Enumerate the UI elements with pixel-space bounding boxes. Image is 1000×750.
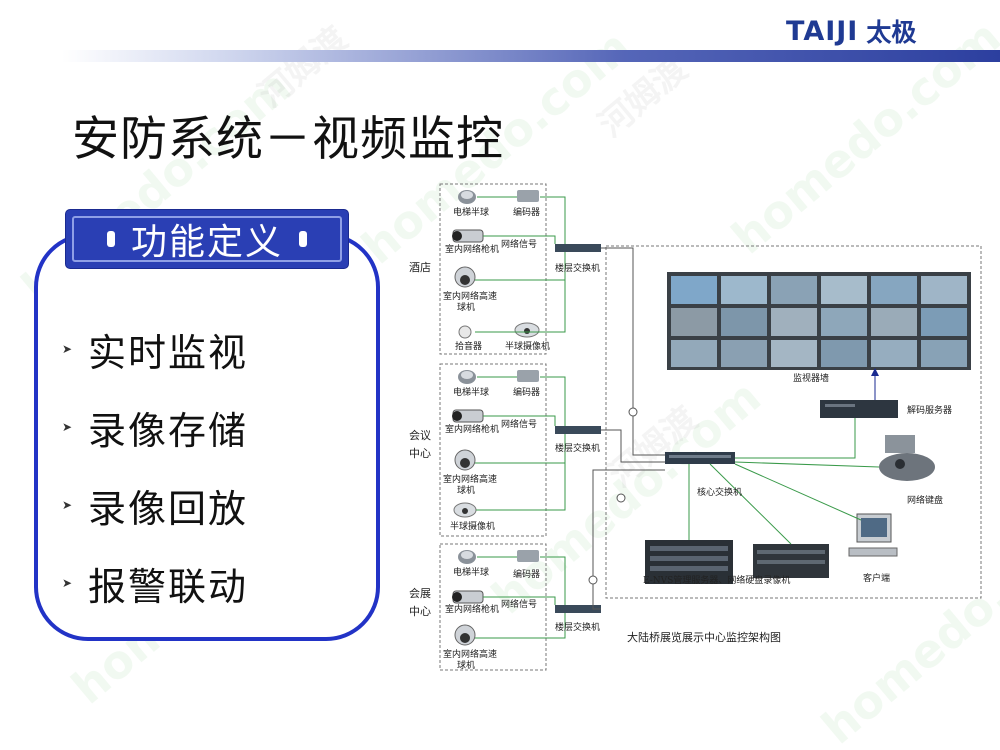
switch-label: 楼层交换机 [555, 623, 601, 633]
arrow-bullet-icon: ➤ [62, 342, 73, 356]
device-label: 电梯半球 [453, 568, 490, 578]
logo-cjk: 太极 [866, 18, 917, 47]
surveillance-architecture-diagram: 酒店 会议 中心 会展 中心 电梯半球 编码器 室内网络枪机 网络信号 室内网络… [395, 180, 990, 680]
device-label: 室内网络高速 [443, 475, 498, 485]
switch-label: 楼层交换机 [555, 444, 601, 454]
keyboard-label: 网络键盘 [907, 496, 944, 506]
device-label: 室内网络枪机 [445, 605, 500, 615]
header-bar [62, 50, 1000, 62]
device-label: 室内网络枪机 [445, 425, 500, 435]
arrow-bullet-icon: ➤ [62, 498, 73, 512]
location-label: 酒店 [409, 261, 431, 274]
logo-latin: TAIJI [786, 15, 859, 47]
device-label: 网络信号 [501, 600, 538, 610]
video-wall-label: 监视器墙 [793, 374, 830, 384]
arrow-bullet-icon: ➤ [62, 420, 73, 434]
diagram-caption: 大陆桥展览展示中心监控架构图 [627, 631, 781, 644]
device-label: 球机 [457, 486, 476, 496]
functions-heading-box: 功能定义 [66, 210, 348, 268]
arrow-bullet-icon: ➤ [62, 576, 73, 590]
list-item: ➤ 录像存储 [62, 408, 249, 453]
device-label: 球机 [457, 661, 476, 671]
functions-heading: 功能定义 [130, 222, 283, 263]
brand-logo: TAIJI 太极 [786, 14, 916, 48]
device-label: 网络信号 [501, 420, 538, 430]
device-label: 编码器 [513, 208, 541, 218]
diagram-graphics [439, 183, 982, 671]
location-label: 中心 [409, 605, 431, 618]
camera-icon [458, 190, 476, 204]
device-label: 半球摄像机 [450, 522, 496, 532]
servers-label: E-NVS管理服务器、网络硬盘录像机 [643, 576, 791, 586]
monitor-wall-screens [671, 276, 967, 367]
device-label: 半球摄像机 [505, 342, 551, 352]
functions-panel [34, 233, 380, 641]
core-switch-label: 核心交换机 [697, 488, 743, 498]
device-label: 室内网络枪机 [445, 245, 500, 255]
device-label: 球机 [457, 303, 476, 313]
location-label: 会展 [409, 587, 431, 600]
device-label: 室内网络高速 [443, 650, 498, 660]
device-label: 电梯半球 [453, 208, 490, 218]
device-label: 网络信号 [501, 240, 538, 250]
slide-title: 安防系统－视频监控 [72, 112, 504, 167]
device-label: 电梯半球 [453, 388, 490, 398]
list-item: ➤ 报警联动 [62, 564, 249, 609]
decoder-label: 解码服务器 [907, 406, 953, 416]
client-label: 客户端 [863, 574, 891, 584]
list-item: ➤ 录像回放 [62, 486, 249, 531]
location-label: 中心 [409, 447, 431, 460]
functions-list: ➤ 实时监视 ➤ 录像存储 ➤ 录像回放 ➤ 报警联动 [62, 310, 362, 622]
device-label: 编码器 [513, 570, 541, 580]
switch-label: 楼层交换机 [555, 264, 601, 274]
heading-bullet-right [299, 231, 307, 247]
device-label: 编码器 [513, 388, 541, 398]
location-label: 会议 [409, 429, 431, 442]
device-label: 拾音器 [455, 342, 483, 352]
list-item: ➤ 实时监视 [62, 330, 249, 375]
device-label: 室内网络高速 [443, 292, 498, 302]
heading-bullet-left [106, 231, 115, 247]
